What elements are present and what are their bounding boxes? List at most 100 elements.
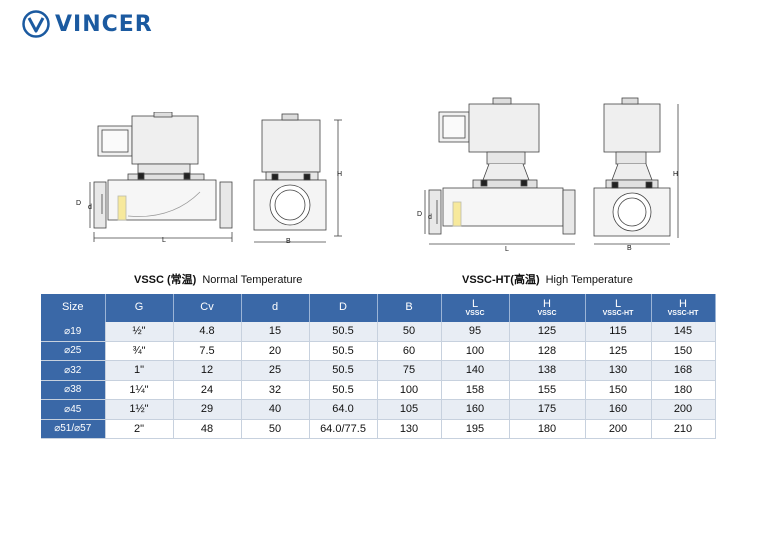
table-cell: 1½" <box>105 399 174 419</box>
table-cell: 150 <box>585 380 652 400</box>
vssc-side-view-drawing <box>253 113 342 243</box>
dim-label-D-left: D <box>76 200 82 207</box>
caption-vssc-ht-model: VSSC-HT(高温) <box>462 274 540 286</box>
column-header-sublabel: VSSC-HT <box>602 310 634 318</box>
table-cell: 60 <box>377 341 442 361</box>
caption-vssc-model: VSSC (常温) <box>134 274 197 286</box>
table-cell: 160 <box>585 399 652 419</box>
table-cell: 115 <box>585 322 652 341</box>
column-header: d <box>241 294 310 322</box>
table-cell: 180 <box>509 419 586 439</box>
table-cell: 175 <box>509 399 586 419</box>
table-cell: 200 <box>585 419 652 439</box>
table-cell: 48 <box>173 419 242 439</box>
column-header: Cv <box>173 294 242 322</box>
table-cell: 158 <box>441 380 510 400</box>
column-header-label: L <box>471 297 479 310</box>
column-header-label: d <box>271 301 279 314</box>
table-cell: 105 <box>377 399 442 419</box>
dim-label-B-right: B <box>627 245 632 252</box>
size-cell: ⌀32 <box>41 360 106 380</box>
table-cell: 50.5 <box>309 360 378 380</box>
table-cell: 50 <box>377 322 442 341</box>
column-header-label: H <box>679 297 687 310</box>
table-cell: 100 <box>441 341 510 361</box>
table-cell: 130 <box>377 419 442 439</box>
table-cell: 7.5 <box>173 341 242 361</box>
column-header-label: Cv <box>200 301 214 314</box>
column-header-sublabel: VSSC <box>465 310 485 318</box>
dim-label-d-right: d <box>428 214 432 221</box>
column-header: D <box>309 294 378 322</box>
table-cell: ¾" <box>105 341 174 361</box>
table-cell: 155 <box>509 380 586 400</box>
column-header-sublabel: VSSC-HT <box>667 310 699 318</box>
table-cell: 160 <box>441 399 510 419</box>
table-cell: 12 <box>173 360 242 380</box>
table-cell: 29 <box>173 399 242 419</box>
table-cell: 64.0/77.5 <box>309 419 378 439</box>
column-header-label: B <box>405 301 413 314</box>
dim-label-B-left: B <box>286 238 291 245</box>
caption-vssc: VSSC (常温) Normal Temperature <box>134 271 302 287</box>
table-cell: 50.5 <box>309 322 378 341</box>
table-cell: 138 <box>509 360 586 380</box>
table-cell: 25 <box>241 360 310 380</box>
caption-vssc-ht-desc: High Temperature <box>545 274 633 286</box>
table-cell: 130 <box>585 360 652 380</box>
table-cell: 40 <box>241 399 310 419</box>
table-cell: 1¼" <box>105 380 174 400</box>
size-cell: ⌀51/⌀57 <box>41 419 106 439</box>
table-cell: 125 <box>509 322 586 341</box>
dim-label-L-left: L <box>162 237 166 244</box>
size-cell: ⌀19 <box>41 322 106 341</box>
caption-vssc-desc: Normal Temperature <box>202 274 303 286</box>
table-cell: 20 <box>241 341 310 361</box>
table-cell: 100 <box>377 380 442 400</box>
brand-logo: VINCER <box>22 10 153 38</box>
brand-name: VINCER <box>55 11 153 37</box>
table-cell: 32 <box>241 380 310 400</box>
vssc-front-view-drawing <box>89 112 233 242</box>
column-header-label: D <box>339 301 347 314</box>
vssc-ht-side-view-drawing <box>593 97 679 245</box>
table-cell: 2" <box>105 419 174 439</box>
column-header-label: Size <box>62 301 84 314</box>
size-cell: ⌀38 <box>41 380 106 400</box>
table-cell: 168 <box>651 360 716 380</box>
dim-label-H-right: H <box>673 171 679 178</box>
column-header: G <box>105 294 174 322</box>
table-cell: ½" <box>105 322 174 341</box>
table-cell: 200 <box>651 399 716 419</box>
column-header-label: H <box>543 297 551 310</box>
dim-label-D-right: D <box>417 211 423 218</box>
table-cell: 140 <box>441 360 510 380</box>
table-cell: 180 <box>651 380 716 400</box>
table-cell: 24 <box>173 380 242 400</box>
table-cell: 75 <box>377 360 442 380</box>
table-cell: 95 <box>441 322 510 341</box>
table-cell: 1" <box>105 360 174 380</box>
table-cell: 125 <box>585 341 652 361</box>
table-cell: 195 <box>441 419 510 439</box>
column-header-sublabel: VSSC <box>537 310 557 318</box>
table-cell: 145 <box>651 322 716 341</box>
table-cell: 50 <box>241 419 310 439</box>
size-cell: ⌀45 <box>41 399 106 419</box>
caption-vssc-ht: VSSC-HT(高温) High Temperature <box>462 271 633 287</box>
dim-label-H-left: H <box>337 171 343 178</box>
